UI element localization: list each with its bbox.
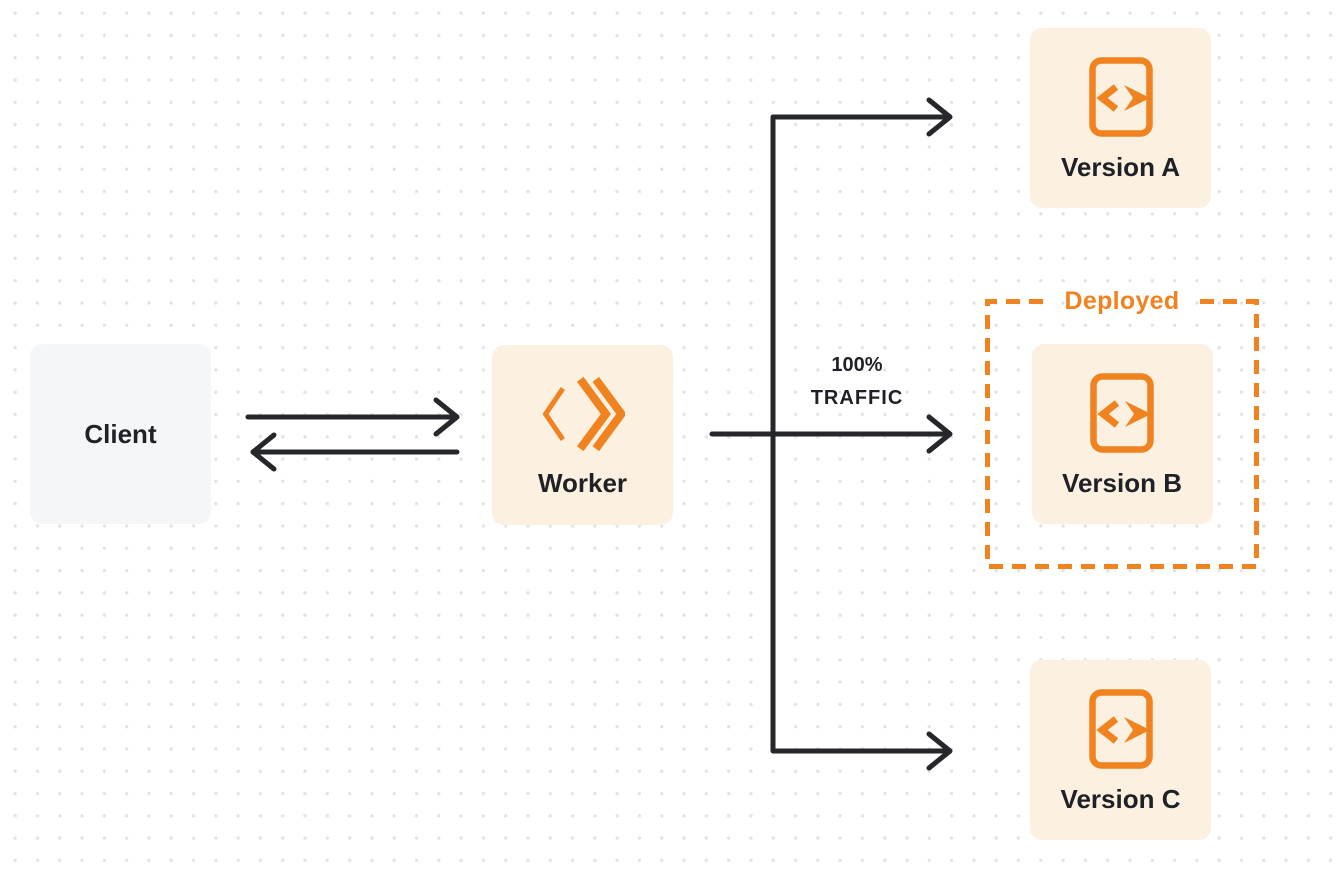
branch-arrows-version-a-and-c <box>770 97 953 771</box>
code-file-icon <box>1088 56 1153 137</box>
code-file-icon <box>1088 688 1153 769</box>
arrow-worker-to-version-b <box>709 414 953 454</box>
traffic-percent: 100% <box>831 354 883 376</box>
arrow-worker-to-client <box>250 432 460 472</box>
traffic-word: TRAFFIC <box>810 387 904 409</box>
deployed-label: Deployed <box>1064 287 1180 315</box>
arrow-client-to-worker <box>245 397 460 437</box>
version-a-node: Version A <box>1030 28 1211 208</box>
deployed-group: Deployed Version B <box>985 288 1259 569</box>
traffic-label: 100% TRAFFIC <box>787 349 927 415</box>
version-c-label: Version C <box>1060 783 1181 814</box>
cloudflare-workers-logo-icon <box>542 376 625 451</box>
version-b-node: Version B <box>1031 344 1213 524</box>
worker-node: Worker <box>492 345 673 525</box>
client-label: Client <box>84 419 157 449</box>
code-file-icon <box>1090 372 1154 453</box>
worker-label: Worker <box>537 467 628 498</box>
version-c-node: Version C <box>1030 660 1211 840</box>
client-node: Client <box>30 344 211 524</box>
version-b-label: Version B <box>1062 467 1182 498</box>
deployed-dashed-border <box>985 299 1259 569</box>
version-a-label: Version A <box>1061 151 1180 182</box>
